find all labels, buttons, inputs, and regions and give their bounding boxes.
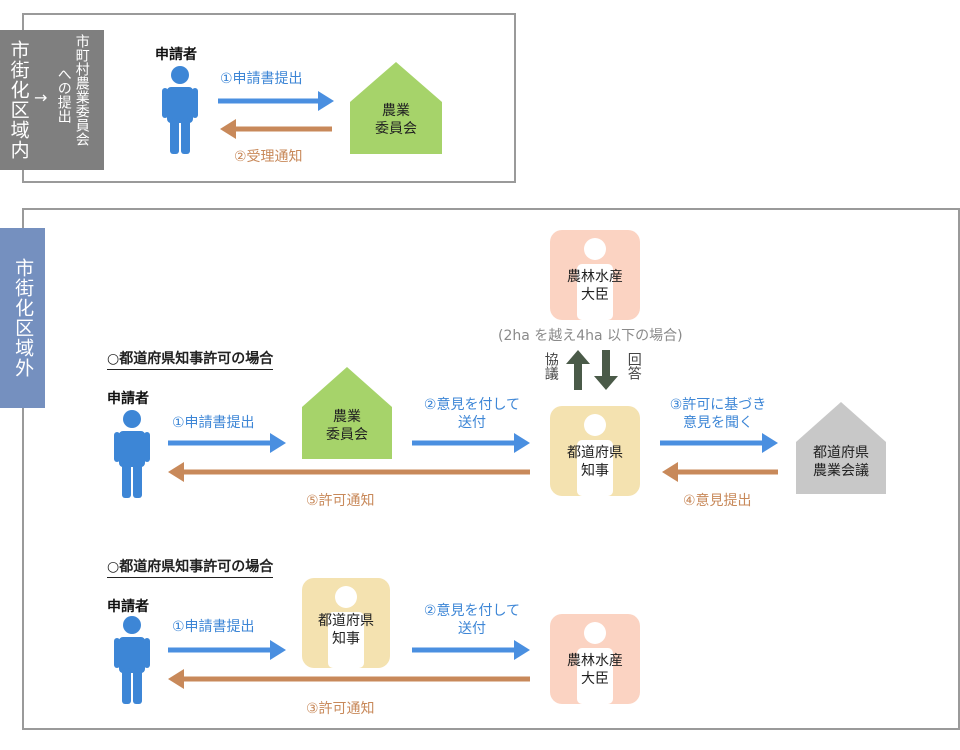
- consult-label: 協議: [542, 352, 559, 380]
- s1-committee-house-icon: [350, 62, 442, 154]
- s1-applicant-label: 申請者: [155, 47, 197, 63]
- consult-up-arrow: [566, 350, 590, 390]
- minister-top-label: 農林水産 大臣: [567, 269, 623, 304]
- case1-permit-label: ⑤許可通知: [306, 493, 375, 509]
- case1-permit-arrow: [168, 462, 530, 482]
- case1-opinion-label: ②意見を付して 送付: [423, 397, 521, 432]
- case1-governor-person-icon: [577, 414, 613, 496]
- case1-opinion-arrow: [412, 433, 530, 453]
- condition-note: (2ha を越え4ha 以下の場合): [498, 328, 683, 344]
- case1-heading: ○都道府県知事許可の場合: [107, 348, 274, 370]
- case2-permit-label: ③許可通知: [306, 701, 375, 717]
- case1-ask-label: ③許可に基づき 意見を聞く: [669, 397, 767, 432]
- case1-submit-label: ①申請書提出: [172, 415, 255, 431]
- case1-ask-arrow: [660, 433, 778, 453]
- s1-person-icon: [162, 66, 198, 154]
- reply-down-arrow: [594, 350, 618, 390]
- s1-submit-arrow: [218, 91, 334, 111]
- minister-top-person-icon: [577, 238, 613, 320]
- case2-minister-person-icon: [577, 622, 613, 704]
- case2-permit-arrow: [168, 669, 530, 689]
- case2-opinion-label: ②意見を付して 送付: [423, 603, 521, 638]
- case1-committee-house-icon: [302, 367, 392, 459]
- case1-person-icon: [114, 410, 150, 498]
- s1-submit-label: ①申請書提出: [220, 71, 303, 87]
- case1-committee-label: 農業 委員会: [326, 409, 368, 444]
- case2-person-icon: [114, 616, 150, 704]
- reply-label: 回答: [625, 352, 642, 380]
- s1-receipt-label: ②受理通知: [234, 149, 303, 165]
- section1-tab: 市街化区域内: [0, 30, 36, 170]
- case1-submit-arrow: [168, 433, 286, 453]
- case1-council-house-icon: [796, 402, 886, 494]
- case2-submit-arrow: [168, 640, 286, 660]
- subtab-line1: 市町村農業委員会: [73, 34, 90, 146]
- case2-heading: ○都道府県知事許可の場合: [107, 556, 274, 578]
- case2-opinion-arrow: [412, 640, 530, 660]
- s1-committee-label: 農業 委員会: [375, 103, 417, 138]
- section1-subtab: [36, 30, 104, 170]
- case2-applicant-label: 申請者: [107, 599, 149, 615]
- case1-reply-arrow: [662, 462, 778, 482]
- case1-council-label: 都道府県 農業会議: [813, 445, 869, 480]
- case2-minister-label: 農林水産 大臣: [567, 653, 623, 688]
- s1-receipt-arrow: [220, 119, 332, 139]
- subtab-line2: への提出: [55, 67, 72, 123]
- case1-governor-label: 都道府県 知事: [567, 445, 623, 480]
- case1-reply-label: ④意見提出: [683, 493, 752, 509]
- section2-tab: 市街化区域外: [0, 228, 45, 408]
- case2-governor-label: 都道府県 知事: [318, 613, 374, 648]
- case1-applicant-label: 申請者: [107, 391, 149, 407]
- subtab-arrow: →: [34, 88, 48, 107]
- case2-governor-person-icon: [328, 586, 364, 668]
- case2-submit-label: ①申請書提出: [172, 619, 255, 635]
